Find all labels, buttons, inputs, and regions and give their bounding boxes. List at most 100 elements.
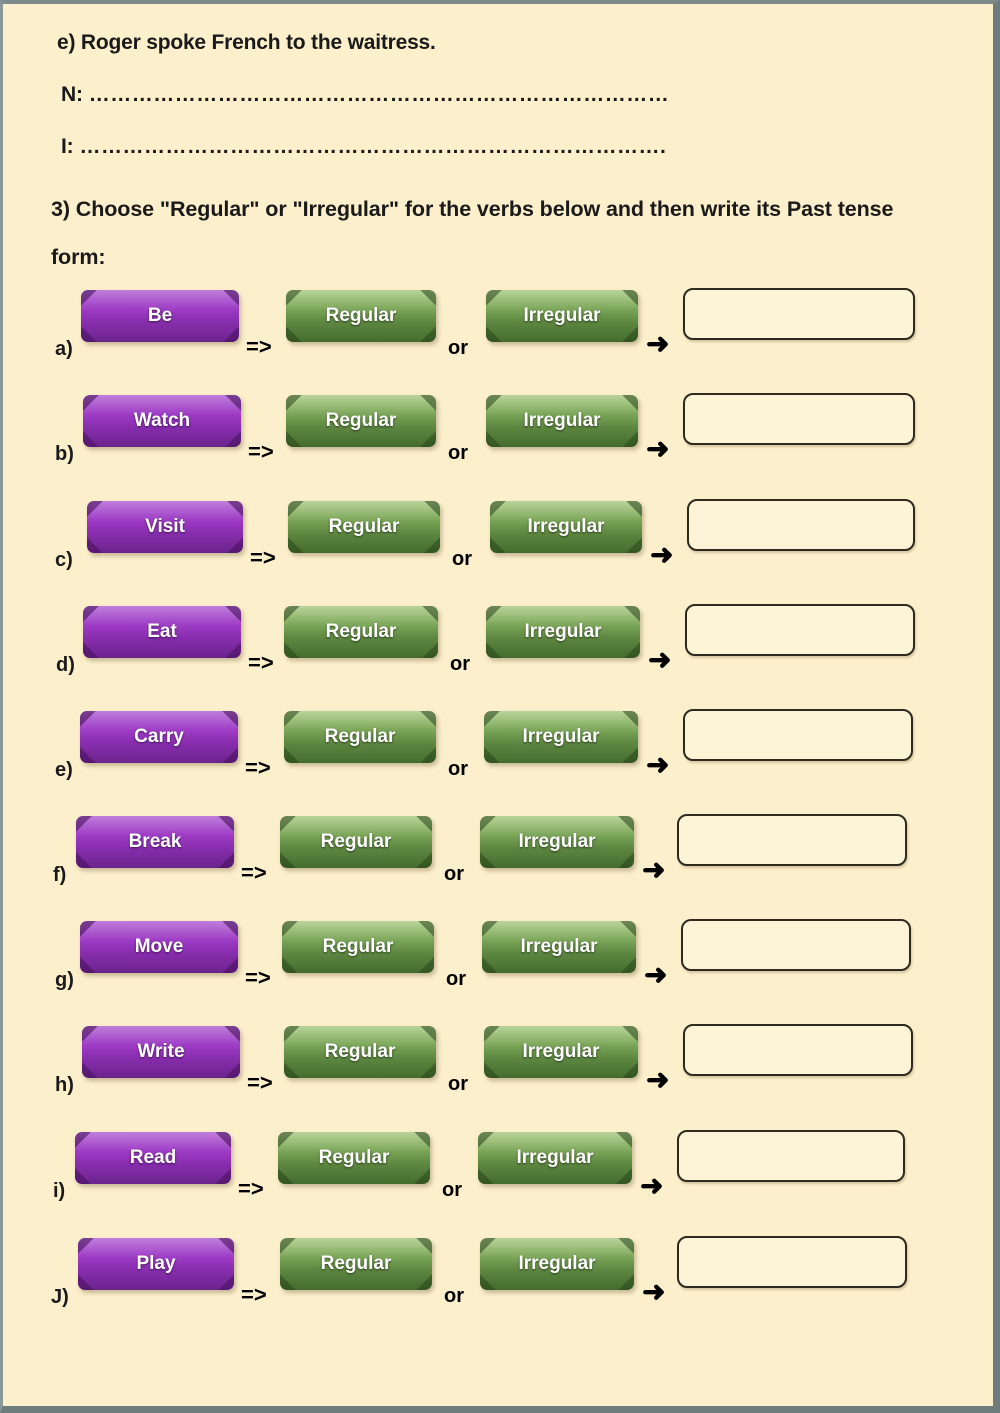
answer-line-n: N:……………………………………………………………………… [61,83,669,107]
past-tense-answer-box[interactable] [685,604,915,656]
implies-arrow-icon: => [246,334,272,359]
option-irregular-label: Irregular [518,1253,596,1274]
option-irregular-button[interactable]: Irregular [486,290,638,342]
right-arrow-icon: ➜ [642,1276,666,1307]
option-irregular-button[interactable]: Irregular [484,711,638,763]
verb-row: i) Read => Regular or Irregular ➜ [3,1130,993,1228]
right-arrow-icon: ➜ [644,959,668,990]
option-irregular-label: Irregular [527,516,605,537]
or-separator: or [442,1179,462,1201]
or-separator: or [444,863,464,885]
past-tense-answer-box[interactable] [683,288,915,340]
option-irregular-label: Irregular [516,1147,594,1168]
past-tense-answer-box[interactable] [677,1236,907,1288]
option-irregular-button[interactable]: Irregular [478,1132,632,1184]
verb-button[interactable]: Visit [87,501,243,553]
answer-line-i: I:………………………………………………………………………. [61,135,666,159]
right-arrow-icon: ➜ [648,644,672,675]
implies-arrow-icon: => [248,650,274,675]
row-letter: a) [55,338,73,360]
option-irregular-label: Irregular [523,410,601,431]
option-irregular-button[interactable]: Irregular [480,816,634,868]
option-regular-button[interactable]: Regular [280,1238,432,1290]
option-irregular-label: Irregular [522,726,600,747]
verb-button[interactable]: Break [76,816,234,868]
verb-button[interactable]: Carry [80,711,238,763]
past-tense-answer-box[interactable] [677,814,907,866]
row-letter: e) [55,759,73,781]
option-regular-button[interactable]: Regular [286,290,436,342]
verb-button[interactable]: Move [80,921,238,973]
right-arrow-icon: ➜ [646,433,670,464]
verb-button-label: Move [134,936,184,957]
verb-button-label: Eat [147,621,177,642]
row-letter: f) [53,864,67,886]
option-irregular-button[interactable]: Irregular [490,501,642,553]
answer-line-n-dots[interactable]: ……………………………………………………………………… [88,83,670,106]
verb-button-label: Be [147,305,173,326]
past-tense-answer-box[interactable] [683,709,913,761]
implies-arrow-icon: => [241,860,267,885]
option-irregular-label: Irregular [523,305,601,326]
option-regular-label: Regular [324,726,396,747]
option-regular-label: Regular [328,516,400,537]
option-regular-button[interactable]: Regular [284,606,438,658]
option-regular-label: Regular [325,305,397,326]
option-irregular-button[interactable]: Irregular [486,395,638,447]
option-regular-button[interactable]: Regular [286,395,436,447]
option-regular-button[interactable]: Regular [278,1132,430,1184]
right-arrow-icon: ➜ [640,1170,664,1201]
or-separator: or [448,442,468,464]
implies-arrow-icon: => [238,1176,264,1201]
verb-button[interactable]: Eat [83,606,241,658]
option-regular-label: Regular [325,410,397,431]
past-tense-answer-box[interactable] [683,393,915,445]
option-irregular-button[interactable]: Irregular [482,921,636,973]
option-regular-button[interactable]: Regular [280,816,432,868]
answer-line-i-dots[interactable]: ………………………………………………………………………. [79,135,667,158]
past-tense-answer-box[interactable] [687,499,915,551]
verb-button[interactable]: Read [75,1132,231,1184]
option-regular-button[interactable]: Regular [282,921,434,973]
row-letter: i) [53,1180,66,1202]
option-irregular-button[interactable]: Irregular [484,1026,638,1078]
or-separator: or [448,758,468,780]
or-separator: or [444,1285,464,1307]
right-arrow-icon: ➜ [646,1064,670,1095]
or-separator: or [448,1073,468,1095]
row-letter: d) [56,654,75,676]
option-regular-button[interactable]: Regular [288,501,440,553]
verb-button[interactable]: Watch [83,395,241,447]
option-regular-button[interactable]: Regular [284,1026,436,1078]
option-regular-label: Regular [320,1253,392,1274]
or-separator: or [452,548,472,570]
implies-arrow-icon: => [245,965,271,990]
past-tense-answer-box[interactable] [677,1130,905,1182]
option-irregular-button[interactable]: Irregular [486,606,640,658]
option-regular-button[interactable]: Regular [284,711,436,763]
row-letter: b) [55,443,74,465]
exercise-instruction: 3) Choose "Regular" or "Irregular" for t… [51,197,894,269]
verb-button[interactable]: Play [78,1238,234,1290]
option-irregular-label: Irregular [524,621,602,642]
option-regular-label: Regular [318,1147,390,1168]
past-tense-answer-box[interactable] [681,919,911,971]
option-regular-label: Regular [324,1041,396,1062]
option-regular-label: Regular [320,831,392,852]
option-irregular-button[interactable]: Irregular [480,1238,634,1290]
verb-button[interactable]: Be [81,290,239,342]
option-regular-label: Regular [322,936,394,957]
verb-button-label: Write [137,1041,185,1062]
answer-line-i-label: I: [61,135,74,158]
verb-button[interactable]: Write [82,1026,240,1078]
or-separator: or [446,968,466,990]
right-arrow-icon: ➜ [642,854,666,885]
past-tense-answer-box[interactable] [683,1024,913,1076]
option-irregular-label: Irregular [520,936,598,957]
